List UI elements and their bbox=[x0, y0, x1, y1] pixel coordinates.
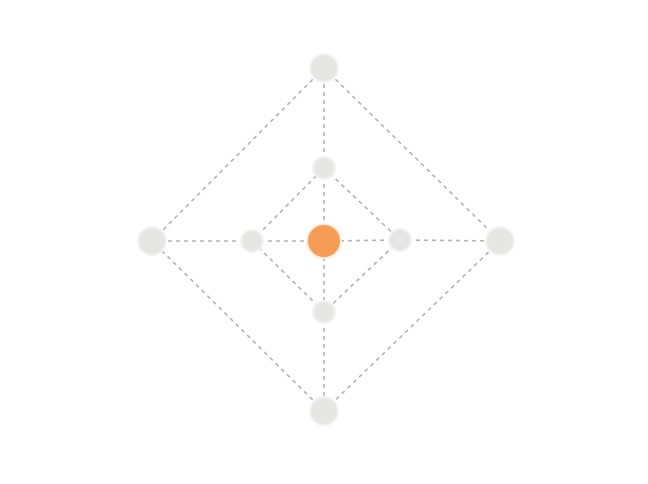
edge-outer-bottom-outer-left bbox=[151, 240, 325, 412]
node-inner-top[interactable] bbox=[312, 156, 336, 180]
nodes bbox=[137, 53, 515, 426]
edge-inner-top-inner-right bbox=[323, 167, 401, 241]
node-center[interactable] bbox=[306, 223, 342, 259]
node-outer-left[interactable] bbox=[137, 226, 167, 256]
edge-inner-bottom-inner-left bbox=[251, 240, 325, 313]
edge-inner-right-inner-bottom bbox=[323, 239, 401, 313]
edges bbox=[151, 67, 501, 412]
node-inner-right[interactable] bbox=[388, 228, 412, 252]
node-outer-top[interactable] bbox=[309, 53, 339, 83]
node-outer-right[interactable] bbox=[485, 226, 515, 256]
node-outer-bottom[interactable] bbox=[309, 396, 339, 426]
node-inner-bottom[interactable] bbox=[312, 300, 336, 324]
edge-inner-left-inner-top bbox=[251, 167, 325, 242]
node-inner-left[interactable] bbox=[240, 229, 264, 253]
edge-outer-top-outer-right bbox=[323, 67, 501, 242]
edge-outer-left-outer-top bbox=[151, 67, 325, 242]
edge-outer-right-outer-bottom bbox=[323, 240, 501, 412]
edge-inner-right-outer-right bbox=[399, 239, 501, 242]
